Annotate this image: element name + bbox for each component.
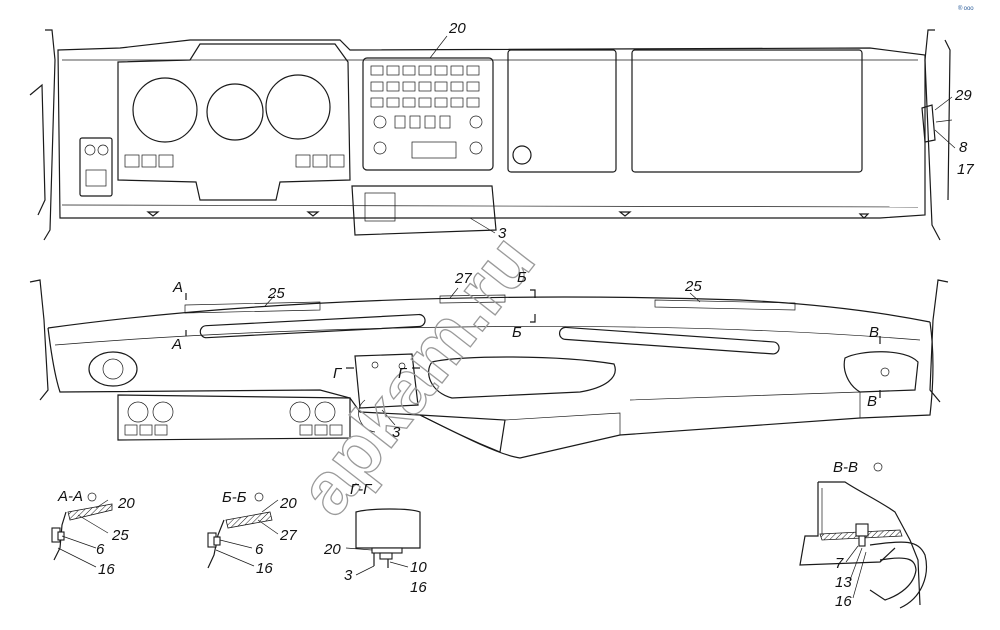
callout-25-right: 25 — [684, 278, 702, 295]
section-aa-label-6: 6 — [96, 541, 105, 558]
section-gg-label-20: 20 — [323, 541, 341, 558]
section-vv-label-13: 13 — [835, 574, 852, 591]
callout-29: 29 — [954, 87, 972, 104]
callout-20-top: 20 — [448, 20, 466, 37]
glovebox-right — [631, 49, 863, 173]
callout-25-left: 25 — [267, 285, 285, 302]
callout-3-top: 3 — [498, 225, 507, 242]
section-vv-title: В-В — [833, 459, 858, 476]
cut-mark-b-top: Б — [517, 269, 527, 286]
cut-mark-a-bottom: А — [171, 336, 182, 353]
callout-3-mid: 3 — [392, 424, 401, 441]
callout-27: 27 — [454, 270, 472, 287]
section-bb-title: Б-Б — [222, 489, 247, 506]
cut-mark-g-left: Г — [333, 365, 343, 382]
switch-grid — [370, 65, 483, 159]
section-vv — [799, 462, 927, 609]
section-gg-label-10: 10 — [410, 559, 427, 576]
section-gg-title: Г-Г — [350, 481, 373, 498]
section-gg — [345, 508, 421, 576]
cluster-switch-row — [124, 154, 345, 168]
cut-mark-v-bottom: В — [867, 393, 877, 410]
section-gg-label-16: 16 — [410, 579, 427, 596]
top-view-dashboard — [29, 29, 956, 241]
section-aa-label-20: 20 — [117, 495, 135, 512]
section-bb-label-20: 20 — [279, 495, 297, 512]
section-gg-label-3: 3 — [344, 567, 353, 584]
section-bb-label-6: 6 — [255, 541, 264, 558]
watermark-text: apkam.ru — [282, 219, 550, 529]
corner-mark: ® ooo — [958, 5, 974, 12]
section-bb-label-27: 27 — [279, 527, 297, 544]
section-aa-title: А-А — [57, 488, 83, 505]
section-aa-label-25: 25 — [111, 527, 129, 544]
glovebox-left — [507, 49, 617, 173]
section-vv-label-16: 16 — [835, 593, 852, 610]
lower-cover-plate — [351, 185, 497, 236]
cut-mark-a-top: А — [172, 279, 183, 296]
cut-mark-g-right: Г — [398, 365, 408, 382]
section-bb-label-16: 16 — [256, 560, 273, 577]
mid-view-dashboard — [29, 279, 949, 459]
switch-panel — [362, 57, 494, 171]
callout-17: 17 — [957, 161, 974, 178]
cut-mark-v-top: В — [869, 324, 879, 341]
callout-8: 8 — [959, 139, 968, 156]
section-vv-label-7: 7 — [835, 555, 844, 572]
section-aa — [51, 492, 113, 568]
section-bb — [207, 492, 279, 569]
cut-mark-b-bottom: Б — [512, 324, 522, 341]
section-aa-label-16: 16 — [98, 561, 115, 578]
